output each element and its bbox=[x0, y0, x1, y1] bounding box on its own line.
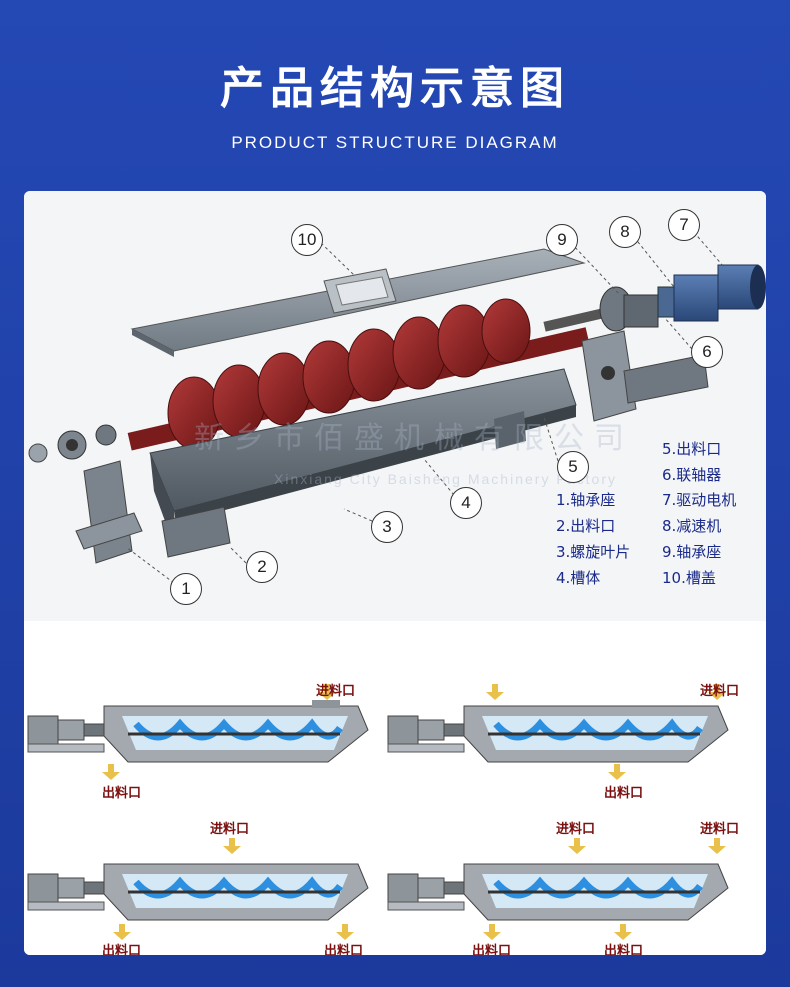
outlet-label: 出料口 bbox=[604, 944, 644, 955]
trough-cover bbox=[130, 248, 586, 357]
outlet-label: 出料口 bbox=[604, 786, 644, 801]
legend-item: 2.出料口 bbox=[556, 517, 616, 535]
legend-item: 6.联轴器 bbox=[662, 466, 722, 484]
page-title: 产品结构示意图 bbox=[220, 63, 570, 114]
callout-8: 8 bbox=[609, 216, 641, 248]
outlet-label: 出料口 bbox=[324, 944, 364, 955]
legend-item: 10.槽盖 bbox=[662, 569, 716, 587]
callout-9: 9 bbox=[546, 224, 578, 256]
tail-bearing-assembly bbox=[28, 424, 143, 564]
page-subtitle: PRODUCT STRUCTURE DIAGRAM bbox=[231, 133, 559, 152]
content-panel: 新乡市佰盛机械有限公司 Xinxiang City Baisheng Machi… bbox=[24, 191, 766, 955]
outlet-label: 出料口 bbox=[102, 786, 142, 801]
exploded-diagram: 新乡市佰盛机械有限公司 Xinxiang City Baisheng Machi… bbox=[24, 191, 766, 621]
drive-assembly bbox=[599, 264, 766, 332]
callout-7: 7 bbox=[668, 209, 700, 241]
flow-diagrams-drawing bbox=[24, 684, 766, 940]
legend-item: 1.轴承座 bbox=[556, 491, 616, 509]
watermark-cn: 新乡市佰盛机械有限公司 bbox=[194, 421, 634, 456]
callout-2: 2 bbox=[246, 551, 278, 583]
inlet-label: 进料口 bbox=[316, 684, 356, 699]
flow-diagrams: 进料口 出料口 进料口 出料口 进料口 出料口 出料口 进料口 进料口 出料口 … bbox=[24, 646, 766, 955]
callout-10: 10 bbox=[291, 224, 323, 256]
screw-flight bbox=[127, 298, 605, 451]
flow-diagram-1 bbox=[28, 684, 368, 780]
callout-6: 6 bbox=[691, 336, 723, 368]
legend-item: 3.螺旋叶片 bbox=[556, 543, 631, 561]
head-end-plate bbox=[581, 330, 709, 422]
callout-3: 3 bbox=[371, 511, 403, 543]
legend-item: 5.出料口 bbox=[662, 440, 722, 458]
inlet-label: 进料口 bbox=[556, 822, 596, 837]
outlet-label: 出料口 bbox=[472, 944, 512, 955]
legend-item: 9.轴承座 bbox=[662, 543, 722, 561]
inlet-label: 进料口 bbox=[700, 822, 740, 837]
flow-diagram-4 bbox=[388, 838, 728, 940]
flow-diagram-2 bbox=[388, 684, 728, 780]
flow-diagram-3 bbox=[28, 838, 368, 940]
trough-body bbox=[149, 368, 577, 558]
inlet-label: 进料口 bbox=[210, 822, 250, 837]
watermark-en: Xinxiang City Baisheng Machinery Factory bbox=[274, 471, 618, 487]
callout-5: 5 bbox=[557, 451, 589, 483]
outlet-label: 出料口 bbox=[102, 944, 142, 955]
legend-item: 8.减速机 bbox=[662, 517, 722, 535]
callout-4: 4 bbox=[450, 487, 482, 519]
inlet-label: 进料口 bbox=[700, 684, 740, 699]
legend-item: 4.槽体 bbox=[556, 569, 601, 587]
leader-lines bbox=[125, 222, 725, 584]
legend-item: 7.驱动电机 bbox=[662, 491, 737, 509]
callout-1: 1 bbox=[170, 573, 202, 605]
exploded-diagram-drawing bbox=[28, 222, 766, 584]
